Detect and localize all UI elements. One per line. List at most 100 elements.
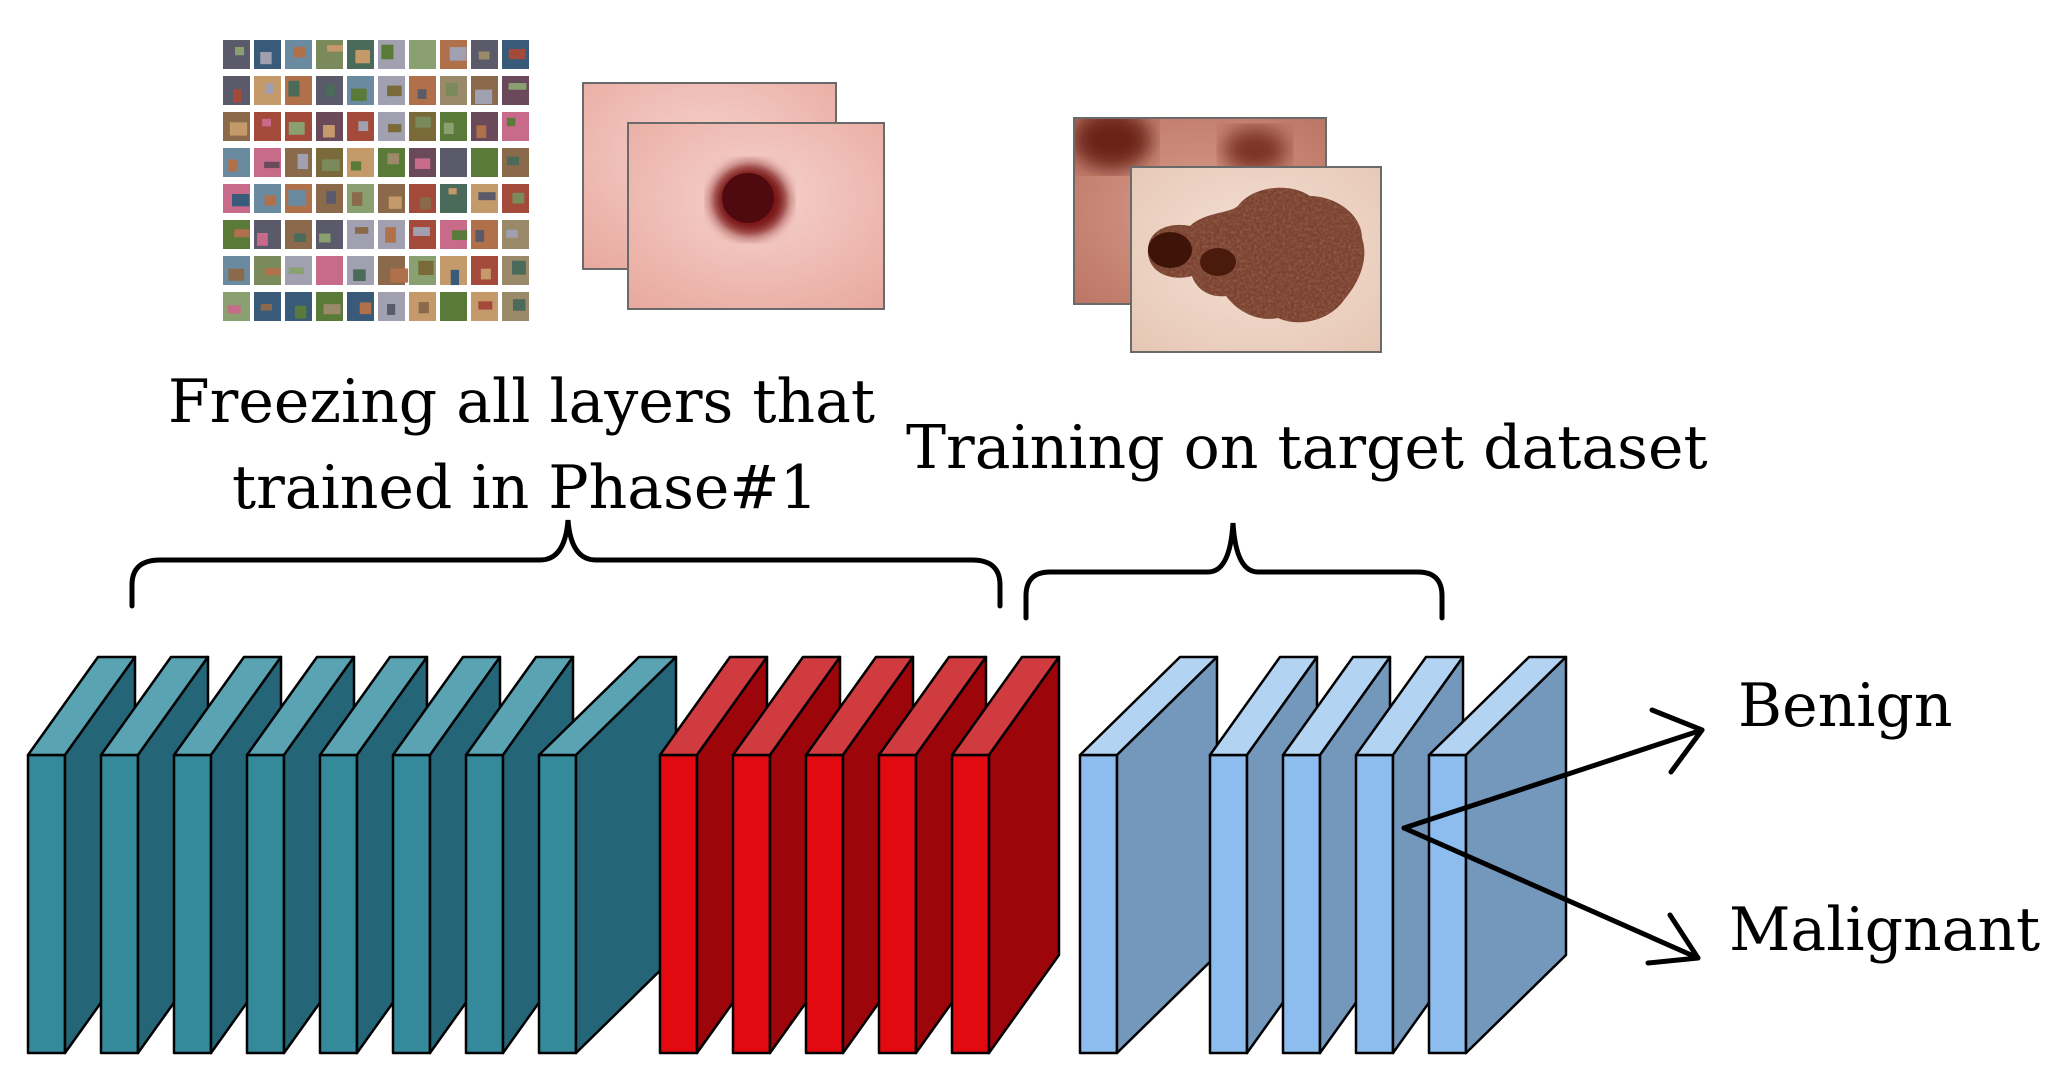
collage-thumbnail-detail — [288, 267, 304, 275]
layer-side-face — [987, 655, 1061, 1055]
collage-thumbnail-detail — [359, 302, 372, 315]
collage-thumbnail-detail — [387, 303, 396, 315]
collage-thumbnail-detail — [506, 229, 518, 238]
collage-thumbnail-detail — [478, 192, 496, 201]
collage-thumbnail-detail — [234, 229, 250, 238]
collage-thumbnail-detail — [450, 269, 460, 286]
collage-thumbnail-detail — [508, 83, 527, 90]
collage-thumbnail-detail — [350, 161, 362, 171]
collage-thumbnail-detail — [390, 268, 409, 283]
collage-thumbnail-detail — [388, 196, 402, 209]
collage-thumbnail-detail — [417, 89, 427, 99]
freeze-label-line1: Freezing all layers that — [168, 367, 876, 437]
collage-thumbnail-detail — [418, 260, 434, 276]
collage-thumbnail-detail — [262, 118, 271, 127]
collage-thumbnail — [502, 76, 529, 105]
benign-skin-image-stack — [582, 82, 885, 310]
collage-thumbnail-detail — [265, 83, 274, 95]
layer-block-trainable — [1078, 655, 1219, 1055]
source-dataset-collage — [223, 40, 529, 321]
collage-thumbnail-detail — [294, 305, 307, 319]
layer-front-face — [172, 753, 213, 1055]
collage-thumbnail-detail — [264, 268, 281, 276]
collage-thumbnail — [502, 112, 529, 141]
layer-front-face — [99, 753, 140, 1055]
layer-side-face — [1464, 655, 1568, 1055]
collage-thumbnail-detail — [350, 88, 367, 101]
layer-front-face — [464, 753, 505, 1055]
layer-block-trainable — [1427, 655, 1568, 1055]
collage-thumbnail-detail — [288, 121, 305, 135]
collage-thumbnail-detail — [294, 233, 306, 242]
layer-block-frozen-phase1 — [537, 655, 678, 1055]
collage-thumbnail-detail — [260, 303, 272, 311]
collage-thumbnail-detail — [387, 85, 402, 97]
collage-thumbnail-detail — [512, 260, 526, 275]
collage-thumbnail-detail — [288, 80, 300, 97]
collage-thumbnail-detail — [354, 227, 369, 234]
collage-thumbnail-detail — [228, 159, 238, 172]
collage-thumbnail-detail — [446, 160, 462, 172]
collage-thumbnail-detail — [475, 89, 493, 105]
collage-thumbnail-detail — [288, 189, 307, 206]
collage-thumbnail-detail — [449, 47, 467, 61]
collage-thumbnail-detail — [480, 268, 491, 280]
layer-front-face — [537, 753, 578, 1055]
collage-thumbnail-detail — [418, 52, 431, 67]
collage-thumbnail-detail — [323, 260, 340, 274]
training-label: Training on target dataset — [906, 413, 1708, 483]
collage-thumbnail — [316, 40, 343, 69]
collage-thumbnail-detail — [260, 52, 272, 65]
collage-thumbnail-detail — [508, 49, 526, 60]
collage-thumbnail — [347, 220, 374, 249]
collage-thumbnail-detail — [443, 122, 454, 135]
collage-thumbnail-detail — [264, 195, 277, 206]
collage-thumbnail-detail — [512, 192, 525, 204]
collage-thumbnail-detail — [228, 268, 245, 281]
benign-arrowhead — [1649, 707, 1705, 775]
collage-thumbnail-detail — [418, 302, 429, 314]
collage-thumbnail-detail — [325, 84, 335, 97]
collage-thumbnail-detail — [475, 230, 485, 242]
layer-front-face — [245, 753, 286, 1055]
collage-thumbnail-detail — [327, 45, 343, 52]
layer-front-face — [1281, 753, 1322, 1055]
collage-thumbnail-detail — [323, 304, 341, 315]
collage-thumbnail-detail — [512, 299, 526, 311]
collage-thumbnail-detail — [447, 300, 460, 316]
frozen-layers-brace — [129, 519, 1003, 609]
layer-front-face — [731, 753, 772, 1055]
layer-front-face — [391, 753, 432, 1055]
collage-thumbnail-detail — [413, 227, 430, 236]
collage-thumbnail-detail — [445, 82, 458, 97]
output-arrows — [1401, 707, 1705, 966]
collage-thumbnail-detail — [232, 194, 250, 207]
layer-front-face — [26, 753, 67, 1055]
layer-front-face — [658, 753, 699, 1055]
layer-front-face — [804, 753, 845, 1055]
collage-thumbnail — [471, 220, 498, 249]
collage-thumbnail — [254, 112, 281, 141]
collage-thumbnail-detail — [388, 124, 402, 133]
layer-front-face — [318, 753, 359, 1055]
trainable-layers-brace — [1023, 522, 1445, 621]
collage-thumbnail-detail — [353, 269, 366, 281]
layer-front-face — [950, 753, 991, 1055]
collage-thumbnail-detail — [476, 125, 487, 138]
collage-thumbnail-detail — [235, 46, 245, 56]
collage-thumbnail-detail — [322, 159, 340, 171]
collage-thumbnail-detail — [448, 188, 457, 195]
collage-thumbnail-detail — [264, 161, 280, 169]
collage-thumbnail-detail — [478, 301, 493, 310]
layer-front-face — [1208, 753, 1249, 1055]
collage-thumbnail-detail — [358, 121, 369, 132]
collage-thumbnail-detail — [233, 89, 242, 103]
cnn-layer-stack — [26, 655, 1568, 1055]
collage-thumbnail-detail — [355, 49, 370, 64]
malignant-arrow — [1401, 825, 1701, 961]
layer-block-frozen-red — [950, 655, 1061, 1055]
collage-thumbnail-detail — [381, 44, 394, 60]
collage-thumbnail-detail — [414, 158, 431, 169]
benign-label: Benign — [1738, 671, 1953, 741]
